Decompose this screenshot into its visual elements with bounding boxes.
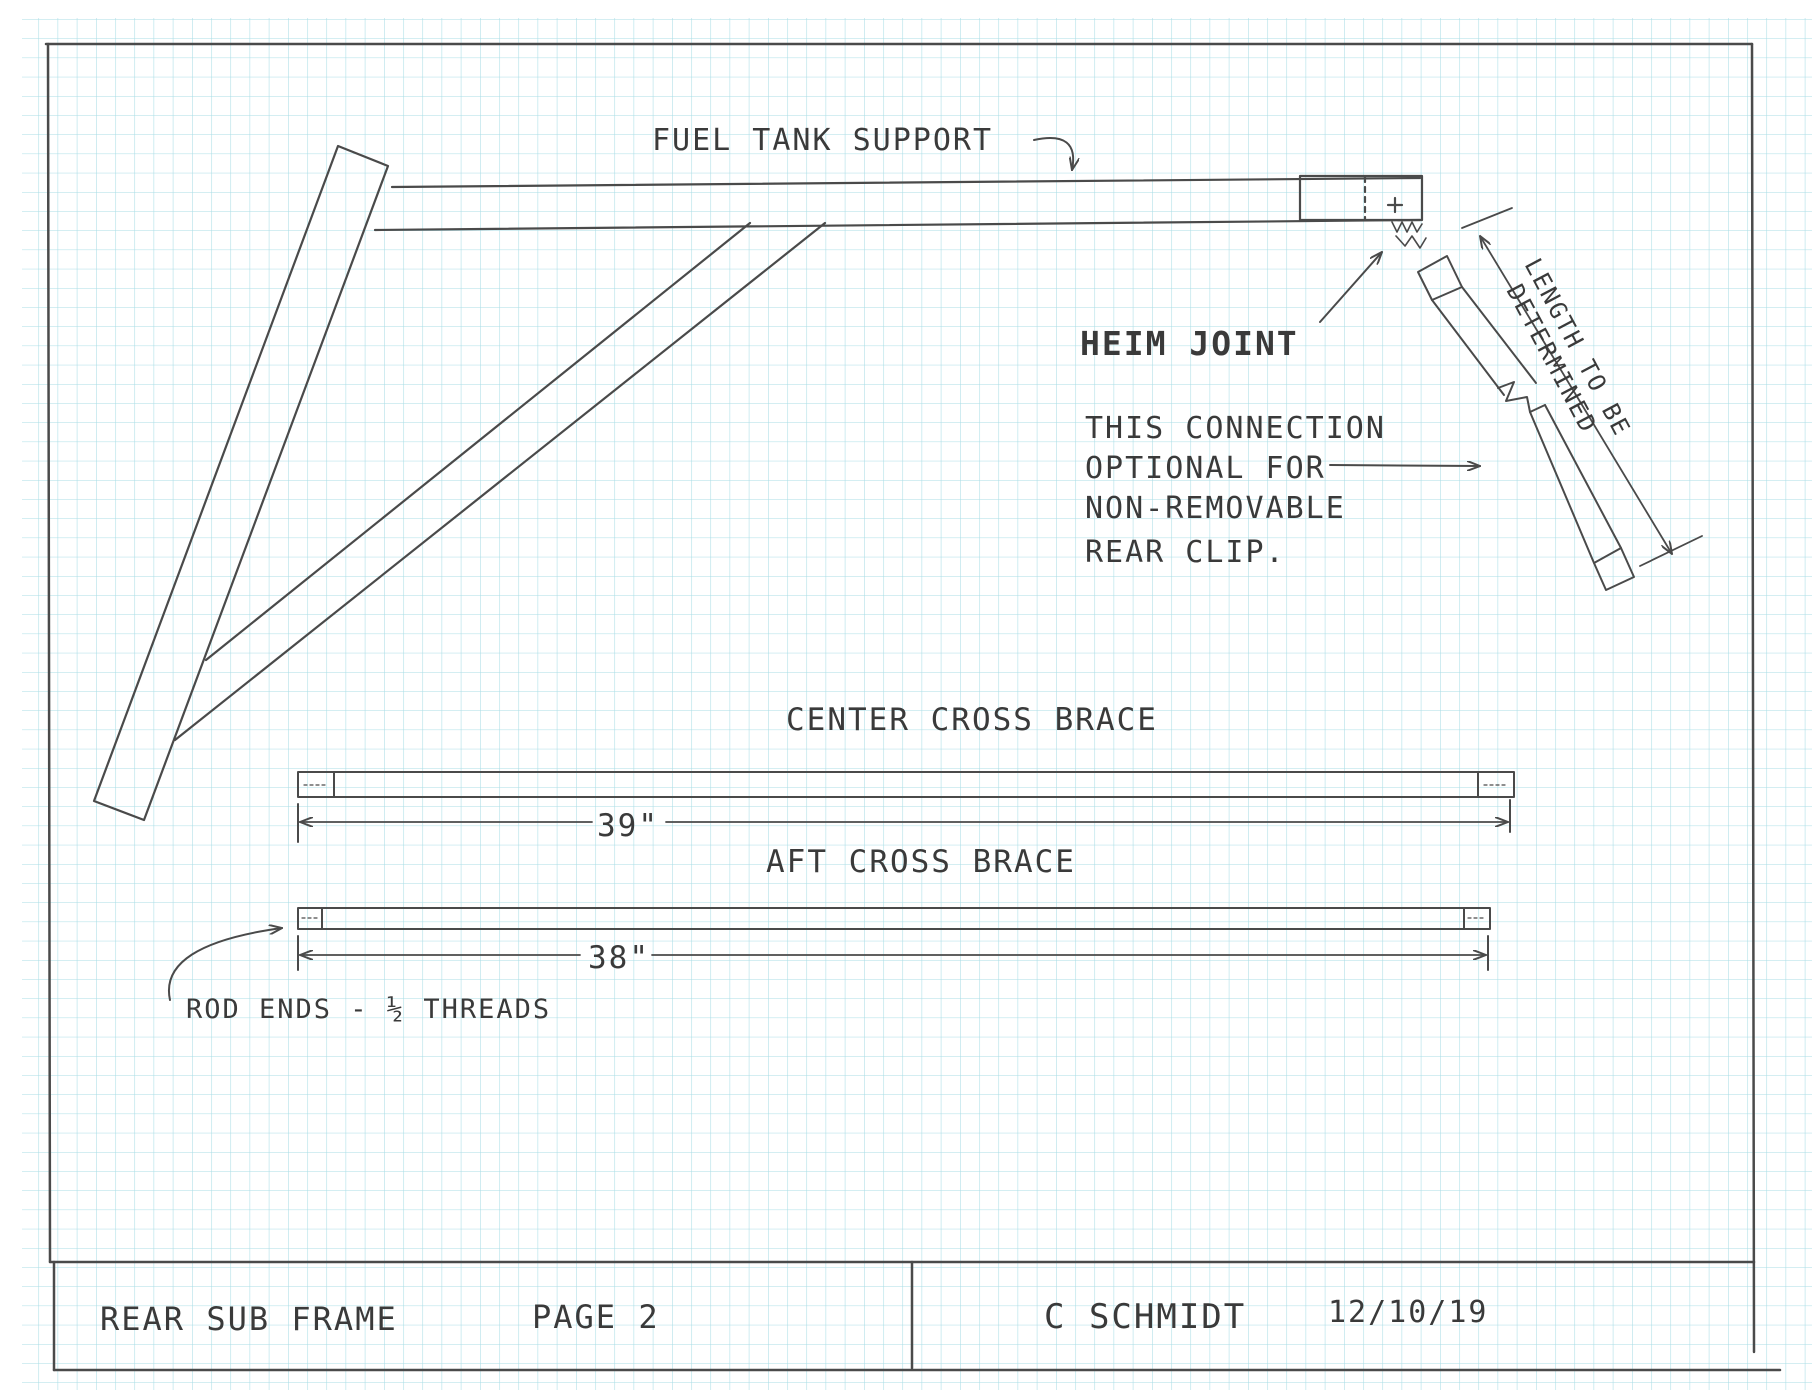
drawing-title: REAR SUB FRAME [100, 1300, 398, 1338]
rod-ends-note: ROD ENDS - ½ THREADS [186, 994, 551, 1025]
aft-cross-brace [297, 907, 1491, 971]
aft-cross-brace-label: AFT CROSS BRACE [766, 844, 1076, 880]
connection-note: THIS CONNECTION OPTIONAL FOR NON-REMOVAB… [1085, 411, 1386, 570]
page-number: PAGE 2 [532, 1298, 660, 1336]
heim-joint-label: HEIM JOINT [1080, 324, 1299, 363]
center-cross-brace [297, 771, 1515, 843]
connection-note-line-4: REAR CLIP. [1085, 535, 1286, 570]
connection-note-line-1: THIS CONNECTION [1085, 411, 1386, 446]
diagonal-brace [173, 221, 827, 742]
center-dimension-label: 39" [597, 808, 659, 844]
connection-note-line-2: OPTIONAL FOR [1085, 451, 1326, 486]
drawing-border [44, 42, 1782, 1372]
leader-arrows [167, 137, 1480, 1001]
fuel-tank-support-label: FUEL TANK SUPPORT [652, 123, 993, 158]
fuel-tank-support-beam [373, 174, 1424, 232]
author-name: C SCHMIDT [1044, 1297, 1246, 1337]
rear-frame-member [92, 144, 390, 822]
aft-dimension-label: 38" [588, 940, 650, 976]
length-dimension [1461, 207, 1703, 567]
center-cross-brace-label: CENTER CROSS BRACE [786, 702, 1158, 738]
connection-note-line-3: NON-REMOVABLE [1085, 491, 1346, 526]
drawing-date: 12/10/19 [1328, 1295, 1489, 1330]
